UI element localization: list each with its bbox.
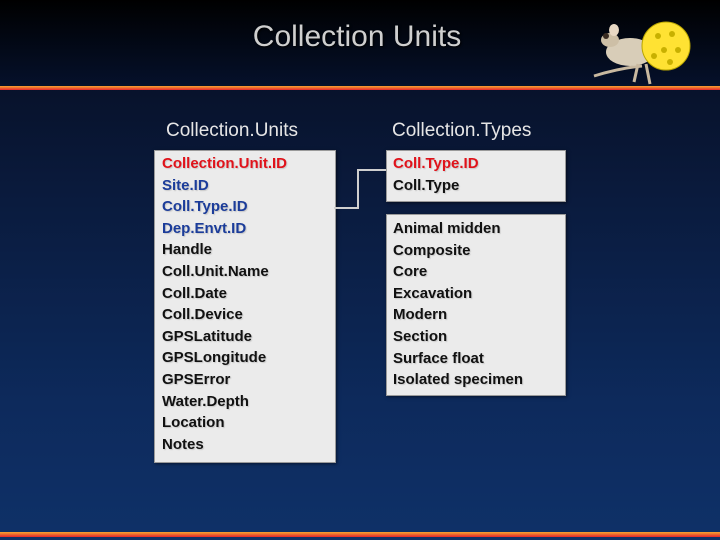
table-field: Coll.Type — [393, 176, 460, 194]
kangaroo-rat-icon — [593, 21, 691, 85]
table-field: Collection.Unit.ID — [162, 155, 287, 172]
list-item: Surface float — [393, 349, 484, 367]
table-field: Site.ID — [162, 176, 209, 194]
list-item: Isolated specimen — [393, 371, 524, 389]
accent-stripe-top — [0, 86, 720, 90]
table-field: Dep.Envt.ID — [162, 219, 247, 237]
table-field: GPSLongitude — [162, 349, 267, 367]
table-field: Coll.Type.ID — [393, 155, 479, 172]
table-field: Location — [162, 414, 225, 432]
title-bar — [0, 0, 720, 84]
left-table-title: Collection.Units — [166, 120, 298, 141]
table-field: Handle — [162, 241, 213, 259]
table-field: Coll.Date — [162, 284, 228, 302]
slide-title: Collection Units — [252, 20, 462, 53]
list-item: Animal midden — [393, 220, 501, 237]
table-field: Water.Depth — [162, 392, 249, 410]
table-field: Coll.Unit.Name — [162, 262, 269, 280]
list-item: Section — [393, 327, 448, 345]
list-item: Composite — [393, 241, 471, 259]
list-item: Modern — [393, 306, 448, 324]
table-field: Coll.Type.ID — [162, 198, 248, 216]
table-field: Notes — [162, 435, 204, 453]
right-table-title: Collection.Types — [392, 120, 532, 141]
table-field: GPSLatitude — [162, 327, 253, 345]
list-item: Excavation — [393, 284, 473, 302]
collection-types-table: Coll.Type.ID Coll.Type — [386, 150, 566, 202]
collection-units-table: Collection.Unit.ID Site.ID Coll.Type.ID Dep… — [154, 150, 336, 463]
accent-stripe-bottom — [0, 532, 720, 537]
table-field: Coll.Device — [162, 306, 243, 324]
list-item: Core — [393, 263, 428, 281]
table-field: GPSError — [162, 370, 231, 388]
